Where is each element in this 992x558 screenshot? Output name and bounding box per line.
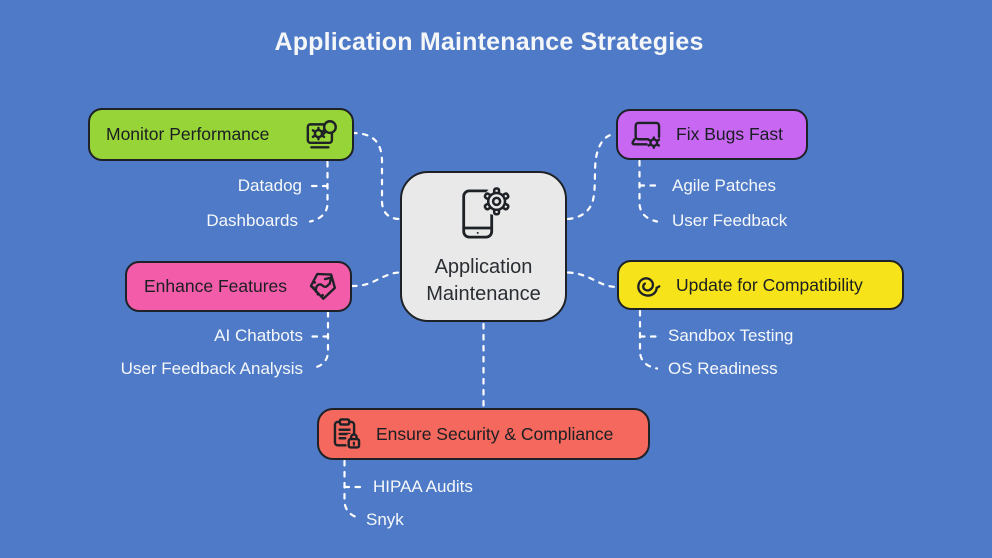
connector-compat-children: [638, 309, 659, 370]
child-label-os-readiness: OS Readiness: [668, 359, 778, 378]
branch-label: Ensure Security & Compliance: [376, 423, 614, 444]
upgrade-arrow-icon: [309, 272, 337, 300]
connector-monitor-center: [350, 131, 401, 221]
branch-update-for-compatibility: Update for Compatibility: [617, 260, 904, 310]
child-label-ai-chatbots: AI Chatbots: [214, 326, 303, 345]
branch-label: Fix Bugs Fast: [676, 124, 783, 144]
branch-enhance-features: Enhance Features: [125, 261, 352, 312]
phone-gear-icon: [461, 186, 510, 238]
swirl-icon: [637, 276, 661, 297]
branch-label: Monitor Performance: [106, 124, 270, 144]
branch-ensure-security-compliance: Ensure Security & Compliance: [317, 408, 650, 460]
child-label-datadog: Datadog: [237, 176, 302, 195]
child-label-sandbox-testing: Sandbox Testing: [668, 326, 794, 345]
child-label-agile-patches: Agile Patches: [672, 176, 776, 195]
diagram-title: Application Maintenance Strategies: [274, 28, 704, 56]
clipboard-lock-icon: [333, 418, 361, 449]
connector-bugs-children: [638, 159, 659, 223]
branch-label: Enhance Features: [144, 276, 288, 296]
branch-fix-bugs-fast: Fix Bugs Fast: [616, 109, 808, 160]
child-label-user-feedback-analysis: User Feedback Analysis: [120, 359, 303, 378]
connector-features-children: [309, 310, 330, 370]
monitor-bug-search-icon: [306, 119, 337, 149]
child-label-dashboards: Dashboards: [206, 211, 298, 230]
connector-monitor-children: [308, 160, 329, 223]
branch-monitor-performance: Monitor Performance: [88, 108, 354, 161]
connector-features-center: [350, 271, 401, 288]
connector-center-bugs: [566, 132, 618, 221]
center-node-application-maintenance: Application Maintenance: [400, 171, 567, 322]
center-node-label: Application Maintenance: [426, 255, 541, 305]
connector-center-compat: [566, 271, 618, 289]
child-label-hipaa-audits: HIPAA Audits: [373, 477, 473, 496]
branch-label: Update for Compatibility: [676, 274, 863, 295]
laptop-bug-icon: [631, 121, 661, 149]
child-label-user-feedback: User Feedback: [672, 211, 788, 230]
connector-security-children: [343, 459, 362, 520]
child-label-snyk: Snyk: [366, 510, 404, 529]
